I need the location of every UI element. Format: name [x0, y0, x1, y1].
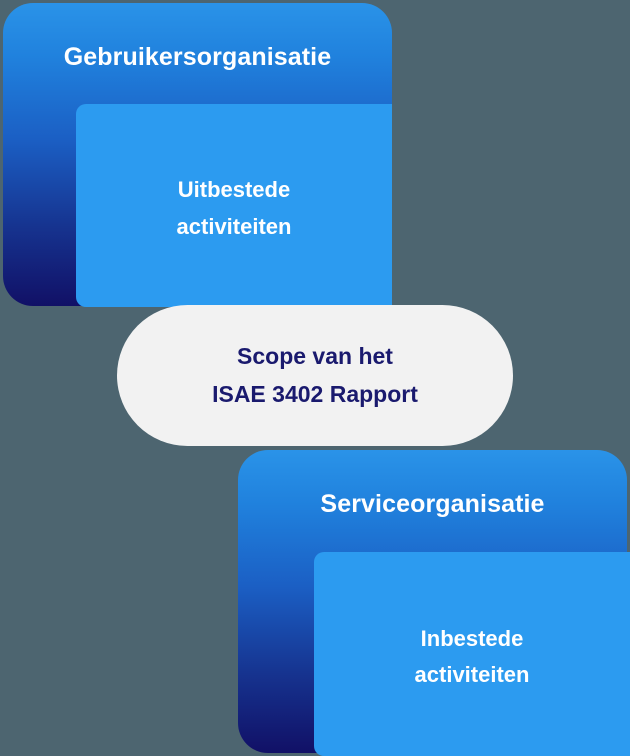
scope-pill: Scope van het ISAE 3402 Rapport [117, 305, 513, 446]
scope-text: Scope van het ISAE 3402 Rapport [212, 338, 418, 413]
service-organisation-title: Serviceorganisatie [320, 490, 545, 518]
user-organisation-title: Gebruikersorganisatie [63, 43, 332, 71]
outsourced-activities-label: Uitbestede activiteiten [76, 166, 392, 245]
scope-line-2: ISAE 3402 Rapport [212, 380, 418, 407]
outsourced-activities-panel: Uitbestede activiteiten [76, 104, 392, 307]
outsourced-activities-line-1: Uitbestede [177, 177, 291, 203]
insourced-activities-line-2: activiteiten [414, 662, 530, 687]
scope-line-1: Scope van het [237, 343, 393, 370]
insourced-activities-label: Inbestede activiteiten [314, 615, 630, 694]
insourced-activities-panel: Inbestede activiteiten [314, 552, 630, 756]
outsourced-activities-line-2: activiteiten [176, 213, 292, 239]
insourced-activities-line-1: Inbestede [420, 625, 524, 651]
